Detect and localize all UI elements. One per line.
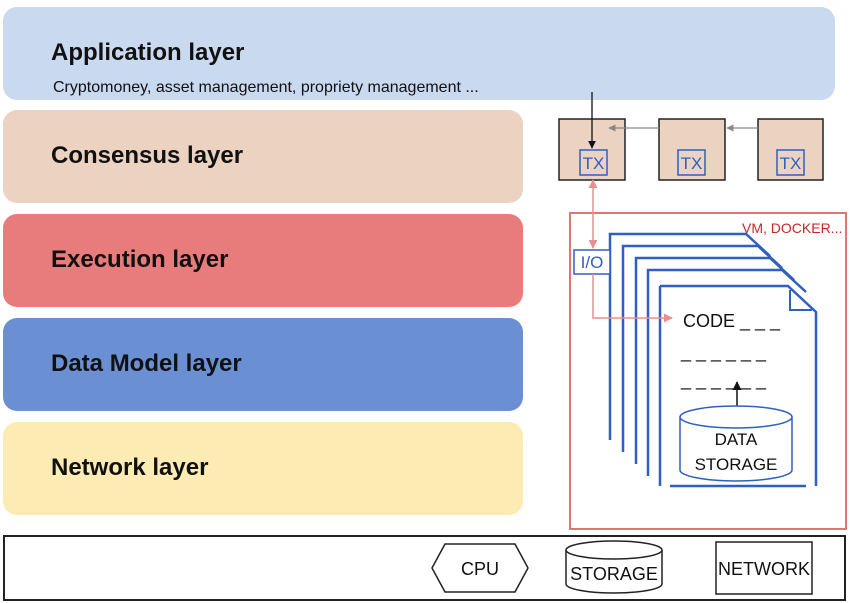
data-storage-label-2: STORAGE (695, 455, 778, 474)
data-model-layer-title: Data Model layer (51, 350, 242, 377)
network-box (715, 541, 813, 595)
document-stack (608, 232, 818, 488)
hardware-bar (3, 535, 846, 601)
hardware-storage-cylinder (565, 540, 663, 594)
network-layer: Network layer (3, 422, 523, 515)
hardware-storage-label: STORAGE (570, 564, 658, 584)
cpu-label: CPU (461, 559, 499, 579)
tx-label-1: TX (583, 154, 605, 173)
vm-container (569, 212, 847, 530)
application-layer-subtitle: Cryptomoney, asset management, propriety… (53, 79, 479, 96)
io-box (573, 249, 611, 275)
execution-layer: Execution layer (3, 214, 523, 307)
data-model-layer: Data Model layer (3, 318, 523, 411)
application-layer: Application layer Cryptomoney, asset man… (3, 7, 835, 100)
io-label: I/O (581, 253, 604, 272)
network-label: NETWORK (718, 559, 810, 579)
code-dash-line-2: _ _ _ _ _ _ (680, 370, 767, 391)
consensus-layer: Consensus layer (3, 110, 523, 203)
application-layer-title: Application layer (51, 39, 245, 66)
cpu-hexagon (431, 543, 529, 593)
data-storage-label-1: DATA (715, 430, 758, 449)
vm-label: VM, DOCKER... (742, 220, 842, 236)
code-page-outline (660, 284, 818, 486)
consensus-layer-title: Consensus layer (51, 142, 244, 169)
tx-label-3: TX (780, 154, 802, 173)
tx-block-2: TX (658, 118, 726, 181)
io-code-arrow (592, 274, 673, 323)
code-dash-line-1: _ _ _ _ _ _ (680, 342, 767, 363)
execution-layer-title: Execution layer (51, 246, 229, 273)
data-storage-cylinder (679, 405, 793, 482)
tx-block-3: TX (757, 118, 824, 181)
code-label: CODE _ _ _ (683, 311, 781, 332)
tx-label-2: TX (681, 154, 703, 173)
network-layer-title: Network layer (51, 454, 209, 481)
